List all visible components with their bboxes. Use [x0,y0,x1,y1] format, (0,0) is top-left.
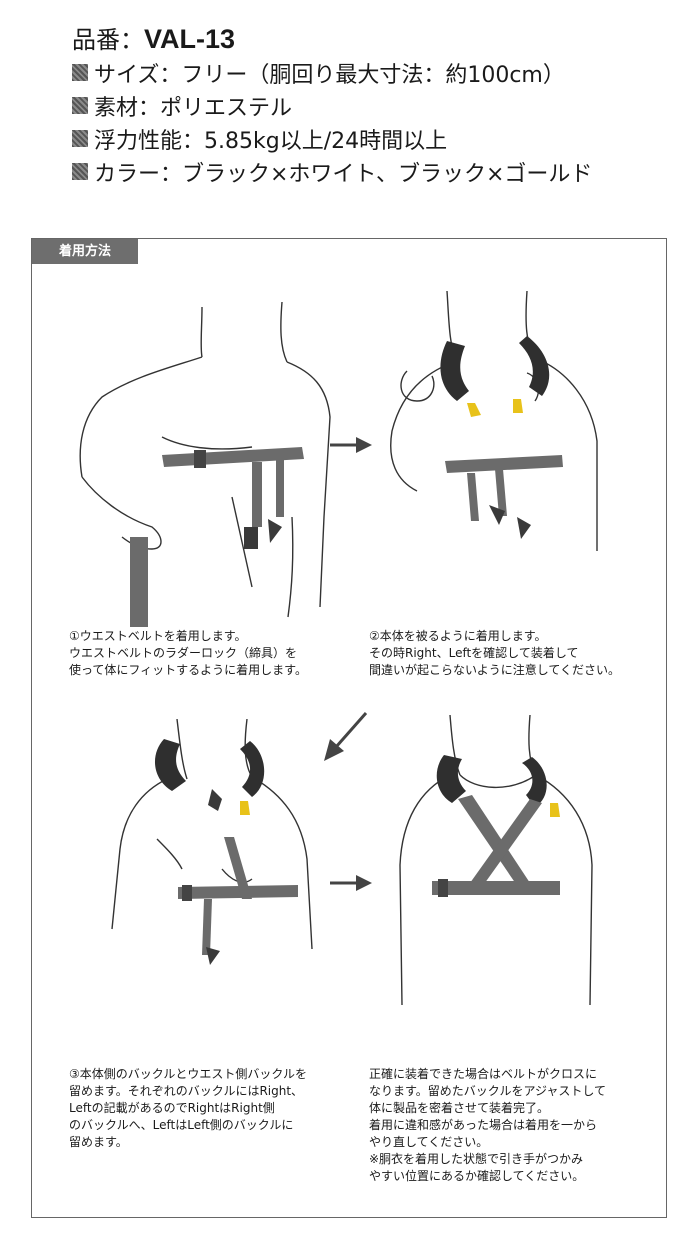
step1-illustration [52,287,352,637]
bullet-square-icon [72,130,88,147]
spec-buoyancy: 浮力性能：5.85kg以上/24時間以上 [72,122,682,155]
product-number: 品番：VAL-13 [72,22,682,56]
step1-line: ①ウエストベルトを着用します。 [69,629,247,643]
step1-caption: ①ウエストベルトを着用します。 ウエストベルトのラダーロック（締具）を 使って体… [69,628,307,679]
spec-size-text: サイズ：フリー（胴回り最大寸法：約100cm） [94,62,565,88]
step3-line: 留めます。 [69,1135,128,1149]
step2-line: 間違いが起こらないように注意してください。 [369,663,621,677]
step3-illustration [102,719,342,1009]
spec-material-text: 素材：ポリエステル [94,95,293,121]
step3-line: 留めます。それぞれのバックルにはRight、 [69,1084,304,1098]
step4-line: 着用に違和感があった場合は着用を一から [369,1118,598,1132]
step1-line: ウエストベルトのラダーロック（締具）を [69,646,298,660]
how-to-wear-tab: 着用方法 [32,239,138,264]
step3-line: ③本体側のバックルとウエスト側バックルを [69,1067,308,1081]
step4-line: やすい位置にあるか確認してください。 [369,1169,585,1183]
step4-line: 体に製品を密着させて装着完了。 [369,1101,550,1115]
step3-caption: ③本体側のバックルとウエスト側バックルを 留めます。それぞれのバックルにはRig… [69,1066,307,1151]
spec-color-text: カラー：ブラック×ホワイト、ブラック×ゴールド [94,161,593,187]
bullet-square-icon [72,97,88,114]
product-code: VAL-13 [144,24,236,54]
step2-caption: ②本体を被るように着用します。 その時Right、Leftを確認して装着して 間… [369,628,620,679]
spec-size: サイズ：フリー（胴回り最大寸法：約100cm） [72,56,682,89]
arrow-down-left-icon [320,709,370,765]
step2-line: ②本体を被るように着用します。 [369,629,547,643]
product-number-label: 品番： [72,26,144,54]
step4-line: ※胴衣を着用した状態で引き手がつかみ [369,1152,584,1166]
arrow-right-icon [328,873,374,893]
step4-line: 正確に装着できた場合はベルトがクロスに [369,1067,598,1081]
how-to-wear-panel: 着用方法 [31,238,667,1218]
step3-line: Leftの記載があるのでRightはRight側 [69,1101,275,1115]
spec-buoyancy-text: 浮力性能：5.85kg以上/24時間以上 [94,128,448,154]
spec-color: カラー：ブラック×ホワイト、ブラック×ゴールド [72,155,682,188]
spec-list: 品番：VAL-13 サイズ：フリー（胴回り最大寸法：約100cm） 素材：ポリエ… [72,22,682,188]
step4-line: なります。留めたバックルをアジャストして [369,1084,607,1098]
step2-line: その時Right、Leftを確認して装着して [369,646,579,660]
arrow-right-icon [328,435,374,455]
step3-line: のバックルへ、LeftはLeft側のバックルに [69,1118,294,1132]
step4-line: やり直してください。 [369,1135,489,1149]
step1-line: 使って体にフィットするように着用します。 [69,663,307,677]
bullet-square-icon [72,163,88,180]
bullet-square-icon [72,64,88,81]
step4-caption: 正確に装着できた場合はベルトがクロスに なります。留めたバックルをアジャストして… [369,1066,606,1185]
step4-illustration [380,715,630,1015]
step2-illustration [377,291,637,561]
spec-material: 素材：ポリエステル [72,89,682,122]
